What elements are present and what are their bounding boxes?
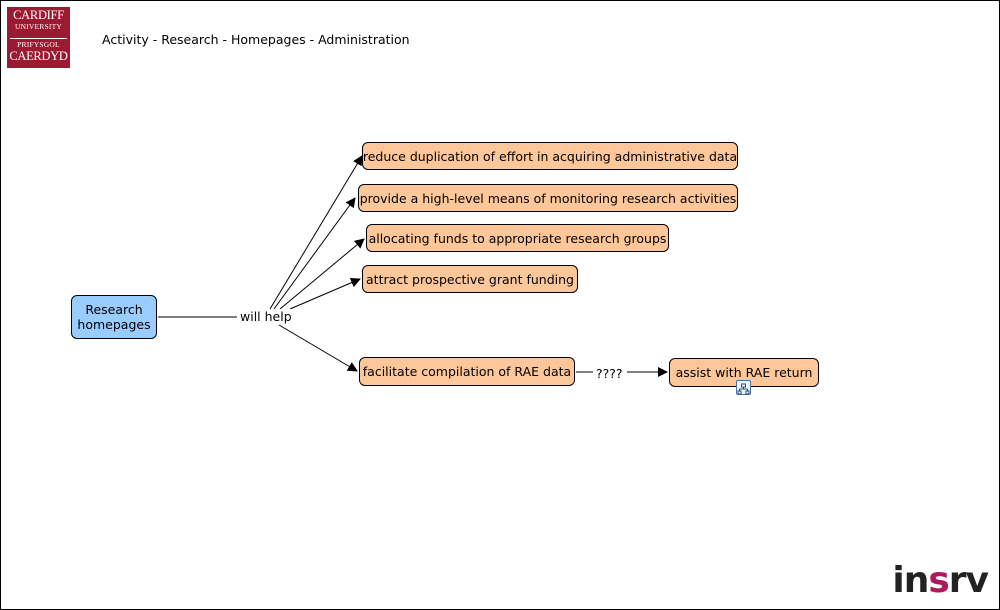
concept-monitor-research[interactable]: provide a high-level means of monitoring… [358,184,738,212]
breadcrumb: Activity - Research - Homepages - Admini… [102,32,410,47]
link-arrow-4 [289,277,361,310]
concept-grant-funding[interactable]: attract prospective grant funding [362,265,578,293]
link-arrow-1 [269,155,363,310]
insrv-logo-part-2: s [928,560,949,601]
concept-research-homepages[interactable]: Research homepages [71,295,157,339]
cardiff-university-logo: CARDIFF UNIVERSITY PRIFYSGOL CAERDYD [7,7,70,68]
concept-rae-data[interactable]: facilitate compilation of RAE data [359,357,575,386]
logo-line-2: UNIVERSITY [15,21,62,31]
concept-reduce-duplication[interactable]: reduce duplication of effort in acquirin… [362,142,738,170]
logo-line-4: CAERDYD [9,48,68,63]
link-arrow-2 [273,197,356,310]
insrv-logo: insrv [892,560,989,601]
hierarchy-icon [737,383,750,395]
link-arrow-5 [278,324,358,372]
insrv-logo-part-3: rv [948,560,989,601]
link-label-unknown: ???? [594,366,625,381]
insrv-logo-part-1: in [892,560,929,601]
concept-allocate-funds[interactable]: allocating funds to appropriate research… [366,224,669,252]
link-label-will-help: will help [238,309,294,324]
logo-line-3: PRIFYSGOL [17,40,60,49]
concept-map-link-icon[interactable] [736,380,751,395]
logo-line-1: CARDIFF [13,8,64,22]
link-arrow-3 [279,238,365,310]
